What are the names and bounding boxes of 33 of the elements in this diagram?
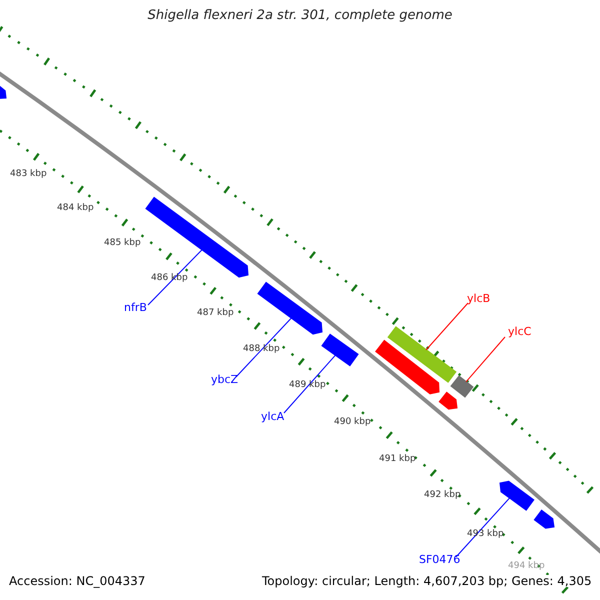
genome-summary: Topology: circular; Length: 4,607,203 bp; Genes: 4,305 <box>262 575 592 587</box>
leader-line <box>466 336 506 382</box>
scale-label: 483 kbp <box>10 170 47 179</box>
leader-line <box>456 498 510 558</box>
gene-feature <box>321 334 359 366</box>
scale-label: 490 kbp <box>334 418 371 427</box>
scale-label: 484 kbp <box>57 204 94 213</box>
gene-name: ylcA <box>261 411 284 422</box>
scale-label: 491 kbp <box>379 455 416 464</box>
leader-line <box>426 302 468 350</box>
gene-feature <box>534 510 555 529</box>
leader-line <box>236 318 292 378</box>
gene-feature <box>387 326 457 383</box>
scale-label: 489 kbp <box>289 381 326 390</box>
gene-feature <box>0 84 7 100</box>
gene-name: SF0476 <box>419 554 460 565</box>
scale-label: 487 kbp <box>197 309 234 318</box>
gene-feature <box>499 480 534 511</box>
gene-feature <box>375 340 440 394</box>
gene-feature <box>438 392 458 410</box>
gene-name: nfrB <box>124 302 147 313</box>
map-title: Shigella flexneri 2a str. 301, complete genome <box>146 9 454 22</box>
accession-text: Accession: NC_004337 <box>9 575 146 587</box>
scale-label: 494 kbp <box>508 562 545 571</box>
leader-line <box>148 249 203 306</box>
scale-label: 492 kbp <box>424 491 461 500</box>
gene-feature <box>450 375 474 398</box>
gene-name: ylcB <box>467 293 490 304</box>
scale-label: 488 kbp <box>243 345 280 354</box>
gene-name: ybcZ <box>211 374 238 385</box>
leader-line <box>284 354 336 414</box>
gene-feature <box>257 282 323 335</box>
gene-name: ylcC <box>508 326 532 337</box>
